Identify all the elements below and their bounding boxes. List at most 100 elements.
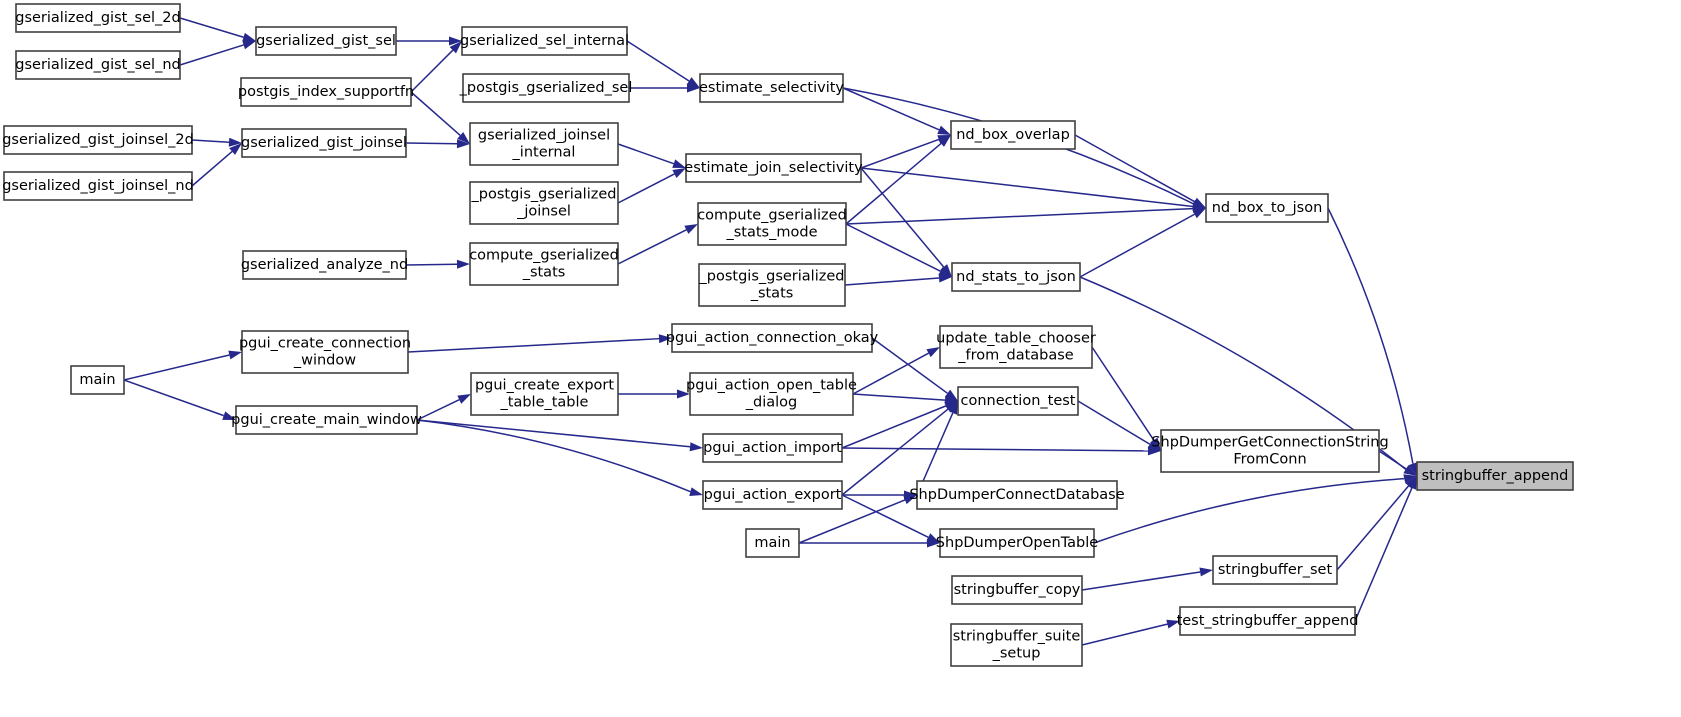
call-graph-node[interactable]: pgui_action_exportpgui_action_export	[702, 480, 843, 510]
call-edge	[845, 223, 952, 277]
call-edge	[798, 495, 917, 544]
call-graph-node[interactable]: gserialized_joinsel_internalgserialized_…	[469, 122, 619, 166]
call-graph-node[interactable]: gserialized_gist_joinselgserialized_gist…	[241, 128, 407, 158]
call-graph-node[interactable]: compute_gserialized_stats_modecompute_gs…	[697, 202, 847, 246]
node-box[interactable]	[461, 26, 628, 56]
node-box[interactable]	[1179, 606, 1356, 636]
call-edge	[1378, 450, 1417, 476]
call-edge	[123, 379, 236, 420]
node-box[interactable]	[951, 262, 1081, 292]
node-box[interactable]	[939, 325, 1093, 369]
node-box[interactable]	[469, 181, 619, 225]
node-box[interactable]	[70, 365, 125, 395]
node-box[interactable]	[241, 128, 407, 158]
call-edge	[416, 394, 471, 421]
call-graph-node[interactable]: ShpDumperOpenTableShpDumperOpenTable	[936, 528, 1098, 558]
call-graph-node[interactable]: ShpDumperConnectDatabaseShpDumperConnect…	[909, 480, 1125, 510]
call-graph-node[interactable]: nd_stats_to_jsonnd_stats_to_json	[951, 262, 1081, 292]
node-box[interactable]	[1160, 429, 1380, 473]
node-box[interactable]	[1212, 555, 1338, 585]
node-box[interactable]	[15, 3, 181, 33]
node-box[interactable]	[671, 323, 873, 353]
call-edge	[396, 36, 462, 46]
call-graph-node[interactable]: gserialized_gist_sel_ndgserialized_gist_…	[15, 50, 181, 80]
call-edge	[1091, 346, 1161, 451]
call-graph-node[interactable]: pgui_create_export_table_tablepgui_creat…	[470, 372, 619, 416]
node-box[interactable]	[1416, 461, 1574, 491]
call-graph-node[interactable]: postgis_index_supportfnpostgis_index_sup…	[238, 77, 414, 107]
node-box[interactable]	[462, 73, 630, 103]
node-box[interactable]	[685, 153, 862, 183]
call-graph-node[interactable]: gserialized_gist_joinsel_ndgserialized_g…	[2, 171, 194, 201]
call-graph-node[interactable]: test_stringbuffer_appendtest_stringbuffe…	[1177, 606, 1359, 636]
node-box[interactable]	[950, 623, 1083, 667]
node-box[interactable]	[699, 73, 844, 103]
call-graph-node[interactable]: estimate_selectivityestimate_selectivity	[699, 73, 844, 103]
call-graph-node[interactable]: mainmain	[70, 365, 125, 395]
node-box[interactable]	[3, 171, 193, 201]
node-box[interactable]	[916, 480, 1118, 510]
node-box[interactable]	[698, 263, 846, 307]
call-edge	[617, 168, 686, 204]
node-box[interactable]	[255, 26, 397, 56]
call-graph-node[interactable]: pgui_create_main_windowpgui_create_main_…	[231, 405, 422, 435]
call-graph-node[interactable]: pgui_action_importpgui_action_import	[702, 433, 843, 463]
node-box[interactable]	[469, 122, 619, 166]
node-box[interactable]	[1205, 193, 1329, 223]
call-graph-node[interactable]: estimate_join_selectivityestimate_join_s…	[684, 153, 863, 183]
node-box[interactable]	[702, 480, 843, 510]
call-graph-node[interactable]: _postgis_gserialized_joinsel_postgis_gse…	[469, 181, 619, 225]
node-box[interactable]	[469, 242, 619, 286]
call-edge	[191, 137, 242, 147]
call-edge	[841, 446, 1161, 456]
call-graph-node[interactable]: gserialized_sel_internalgserialized_sel_…	[460, 26, 629, 56]
node-box[interactable]	[950, 120, 1076, 150]
call-edge	[860, 135, 951, 169]
call-graph-node[interactable]: gserialized_gist_joinsel_2dgserialized_g…	[2, 125, 194, 155]
node-box[interactable]	[745, 528, 800, 558]
node-box[interactable]	[240, 77, 412, 107]
call-graph-node[interactable]: connection_testconnection_test	[957, 386, 1079, 416]
node-box[interactable]	[470, 372, 619, 416]
node-box[interactable]	[689, 372, 854, 416]
call-graph-node[interactable]: gserialized_analyze_ndgserialized_analyz…	[241, 250, 408, 280]
node-box[interactable]	[242, 250, 407, 280]
node-box[interactable]	[3, 125, 193, 155]
call-graph-node[interactable]: stringbuffer_copystringbuffer_copy	[951, 575, 1083, 605]
call-edge	[407, 334, 672, 353]
call-edge	[179, 40, 256, 66]
call-edge	[416, 419, 703, 452]
call-graph-node[interactable]: ShpDumperGetConnectionStringFromConnShpD…	[1151, 429, 1389, 473]
call-graph-node[interactable]: pgui_create_connection_windowpgui_create…	[239, 330, 411, 374]
node-box[interactable]	[15, 50, 181, 80]
call-edge	[842, 87, 951, 135]
call-graph-node[interactable]: stringbuffer_suite_setupstringbuffer_sui…	[950, 623, 1083, 667]
call-edge	[1077, 400, 1161, 451]
call-edge	[1079, 208, 1206, 278]
call-edge	[1074, 134, 1206, 208]
node-box[interactable]	[697, 202, 847, 246]
call-graph-node[interactable]: _postgis_gserialized_stats_postgis_gseri…	[698, 263, 846, 307]
call-graph-node[interactable]: _postgis_gserialized_sel_postgis_gserial…	[459, 73, 633, 103]
call-graph-node[interactable]: nd_box_overlapnd_box_overlap	[950, 120, 1076, 150]
node-box[interactable]	[951, 575, 1083, 605]
node-box[interactable]	[235, 405, 418, 435]
call-graph-node[interactable]: mainmain	[745, 528, 800, 558]
node-box[interactable]	[241, 330, 409, 374]
call-graph-node[interactable]: nd_box_to_jsonnd_box_to_json	[1205, 193, 1329, 223]
call-edge	[617, 143, 686, 168]
call-edge	[1336, 476, 1417, 571]
node-box[interactable]	[957, 386, 1079, 416]
call-graph-node[interactable]: pgui_action_connection_okaypgui_action_c…	[666, 323, 879, 353]
node-box[interactable]	[702, 433, 843, 463]
call-graph-node[interactable]: gserialized_gist_sel_2dgserialized_gist_…	[15, 3, 181, 33]
call-graph-node[interactable]: update_table_chooser_from_databaseupdate…	[936, 325, 1096, 369]
call-edge	[799, 538, 940, 548]
call-graph-node[interactable]: compute_gserialized_statscompute_gserial…	[469, 242, 619, 286]
node-box[interactable]	[939, 528, 1095, 558]
call-graph-node[interactable]: pgui_action_open_table_dialogpgui_action…	[686, 372, 857, 416]
